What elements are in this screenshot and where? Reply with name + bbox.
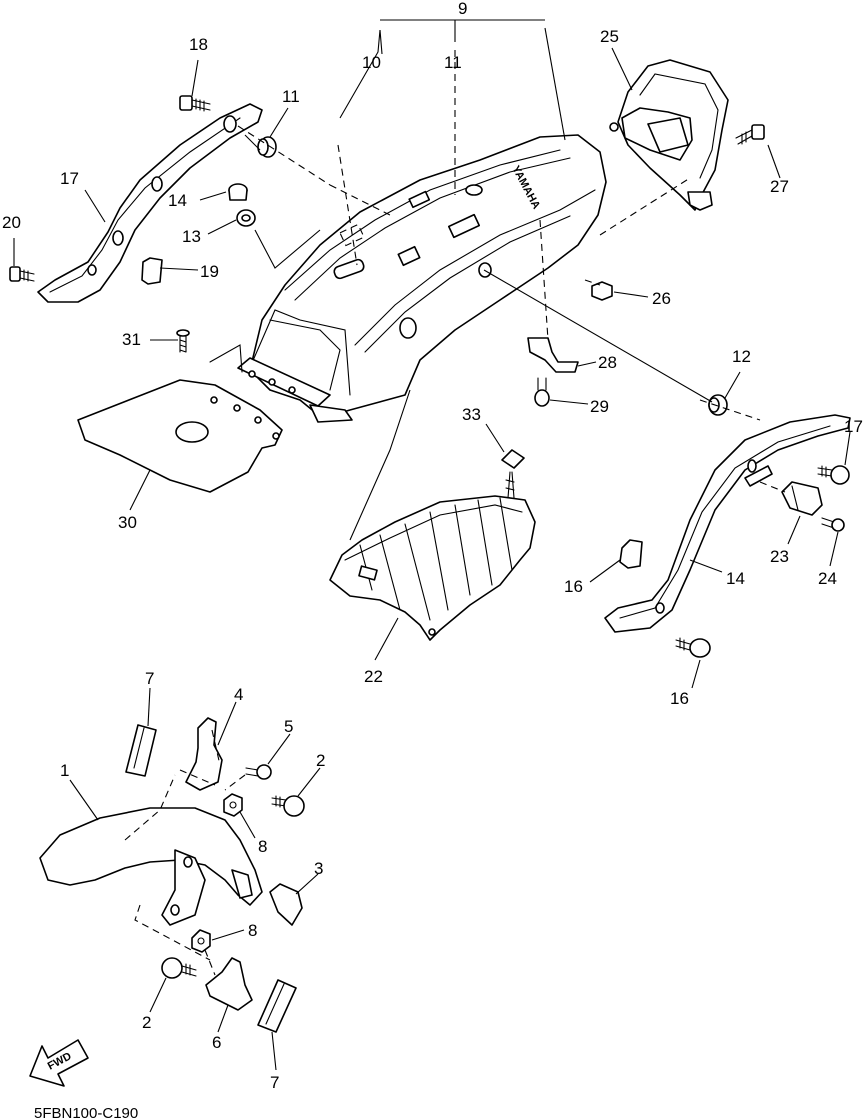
callout-27: 26 xyxy=(652,289,671,308)
bracket-4 xyxy=(185,717,223,791)
callout-1: 1 xyxy=(60,761,69,780)
callout-9: 9 xyxy=(458,0,467,18)
diagram-code: 5FBN100-C190 xyxy=(34,1105,138,1120)
reflector-3 xyxy=(269,883,303,926)
callout-15: 14 xyxy=(726,569,745,588)
callout-19: 17 xyxy=(60,169,79,188)
callout-3: 3 xyxy=(314,859,323,878)
callout-10: 10 xyxy=(362,53,381,72)
tail-light xyxy=(609,59,729,211)
bolt-17 xyxy=(675,637,711,658)
callout-29: 28 xyxy=(598,353,617,372)
callout-33: 33 xyxy=(462,405,481,424)
screw-25 xyxy=(821,517,845,532)
callout-16: 16 xyxy=(564,577,583,596)
reflector-7-bottom xyxy=(257,979,297,1033)
callout-23: 22 xyxy=(364,667,383,686)
bolt-18 xyxy=(817,465,850,485)
left-grab-rail xyxy=(37,103,263,303)
callout-18: 17 xyxy=(844,417,863,436)
callout-2-bottom: 2 xyxy=(142,1013,151,1032)
callout-26: 25 xyxy=(600,27,619,46)
callout-17: 16 xyxy=(670,689,689,708)
bracket-29 xyxy=(527,337,579,373)
callout-11: 11 xyxy=(444,53,462,72)
pad-20 xyxy=(141,257,163,285)
screw-32 xyxy=(176,329,190,353)
bracket-6 xyxy=(205,957,253,1011)
callout-14: 14 xyxy=(168,191,187,210)
front-fender xyxy=(39,807,263,926)
nut-clip-33 xyxy=(501,449,525,499)
bolt-30 xyxy=(534,377,550,407)
bolt-2-top xyxy=(271,795,305,817)
callout-12-left: 11 xyxy=(282,87,300,106)
callout-31: 30 xyxy=(118,513,137,532)
inner-fender xyxy=(329,495,536,641)
callout-7-top: 7 xyxy=(145,669,154,688)
nut-8-bottom xyxy=(191,929,211,953)
bolt-2-bottom xyxy=(161,957,197,979)
grommet-12-left xyxy=(257,136,277,158)
mud-flap xyxy=(77,344,283,493)
callout-20: 19 xyxy=(200,262,219,281)
callout-8-bottom: 8 xyxy=(248,921,257,940)
callout-4: 4 xyxy=(234,685,243,704)
fwd-arrow: FWD xyxy=(29,1039,89,1087)
callout-13: 13 xyxy=(182,227,201,246)
callout-22: 18 xyxy=(189,35,208,54)
callout-30: 29 xyxy=(590,397,609,416)
callout-28: 27 xyxy=(770,177,789,196)
pad-16 xyxy=(619,539,643,569)
callout-12-right: 12 xyxy=(732,347,751,366)
bolt-21 xyxy=(9,266,35,282)
reflector-7-top xyxy=(125,724,157,777)
callout-7-bottom: 7 xyxy=(270,1073,279,1092)
callout-8-top: 8 xyxy=(258,837,267,856)
callout-6: 6 xyxy=(212,1033,221,1052)
collar-14 xyxy=(228,183,248,201)
bolt-5 xyxy=(245,764,272,780)
light-24 xyxy=(781,481,823,516)
callout-25: 24 xyxy=(818,569,837,588)
callout-21: 20 xyxy=(2,213,21,232)
bolt-28 xyxy=(735,124,765,145)
grommet-12-right xyxy=(708,394,728,416)
callout-24: 23 xyxy=(770,547,789,566)
callout-32: 31 xyxy=(122,330,141,349)
bolt-22 xyxy=(179,95,211,112)
rear-fender: YAMAHA xyxy=(237,134,607,423)
callout-2-top: 2 xyxy=(316,751,325,770)
nut-8-top xyxy=(223,793,243,817)
callout-5: 5 xyxy=(284,717,293,736)
grommet-13 xyxy=(236,209,256,227)
right-grab-rail xyxy=(604,414,851,633)
nut-27 xyxy=(591,281,613,301)
